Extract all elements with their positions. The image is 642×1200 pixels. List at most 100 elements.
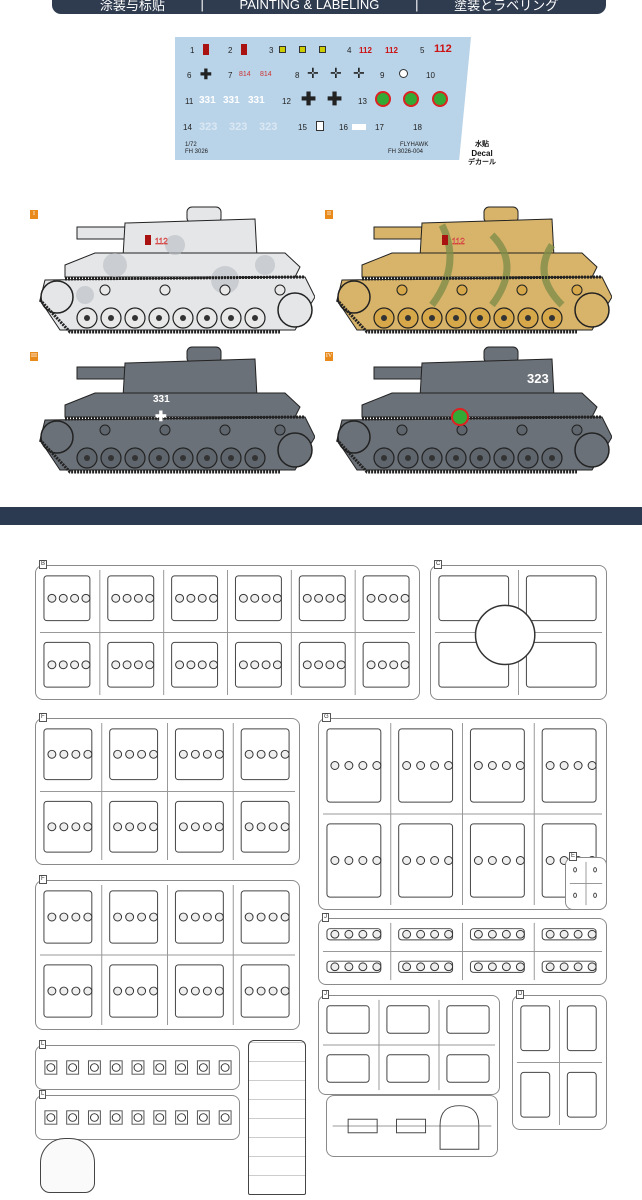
decal-number: 5 (420, 46, 425, 55)
sprue-letter: L (39, 1090, 47, 1099)
decal-number: 4 (347, 46, 352, 55)
decal-11-text: 331 (223, 95, 240, 106)
sprue-part (386, 1054, 430, 1083)
decal-14-text: 323 (229, 121, 248, 133)
sprue-part (438, 575, 510, 622)
sprue-frame: F (35, 713, 300, 865)
turret (419, 218, 555, 258)
tank-marking: 112 (155, 237, 168, 246)
tank-marking: 331 (153, 394, 170, 405)
decal-caption-ja: デカール (468, 159, 496, 166)
decal-number: 9 (380, 71, 385, 80)
sprue-part (525, 575, 597, 622)
drive-sprocket (337, 280, 371, 314)
sprue-frame: J (318, 990, 500, 1095)
sprue-letter: E (569, 852, 578, 861)
decal-sheet: 1 2 3 4 112 112 5 112 6 ✚ 7 814 814 8 ✛ … (175, 37, 471, 160)
decal-16-mark (352, 124, 366, 130)
sprue-letter: J (322, 913, 329, 922)
section-header: 涂装与标贴 | PAINTING & LABELING | 塗装とラベリング (52, 0, 606, 14)
balkenkreuz-icon: ✛ (330, 65, 342, 81)
decal-5-text: 112 (434, 43, 452, 55)
sprue-frame: B (35, 560, 420, 700)
scheme-label: III (30, 352, 38, 361)
decal-sheet-code: FH 3026-004 (388, 149, 424, 155)
header-separator: | (415, 0, 419, 12)
drive-sprocket (337, 420, 371, 454)
decal-3-mark (299, 46, 306, 53)
sprue-part (446, 1005, 490, 1034)
decal-number: 16 (339, 123, 348, 132)
decal-number: 2 (228, 46, 233, 55)
idler-wheel (574, 432, 610, 468)
sprue-frame: G (318, 713, 607, 910)
decal-number: 10 (426, 71, 435, 80)
idler-wheel (277, 292, 313, 328)
decal-4-text: 112 (359, 46, 372, 55)
sprue-frame: F (35, 875, 300, 1030)
drive-sprocket (40, 420, 74, 454)
turret-part (40, 1138, 95, 1193)
tank-marking: 323 (527, 371, 549, 386)
decal-3-mark (279, 46, 286, 53)
sprue-part (386, 1005, 430, 1034)
sprue-letter: J (322, 990, 329, 999)
sprue-part (520, 1005, 551, 1052)
sprue-frame: D (512, 990, 607, 1130)
sprue-frame: C (430, 560, 607, 700)
sprue-frame: E (565, 852, 607, 910)
decal-1-mark (203, 44, 209, 55)
decal-14-text: 323 (259, 121, 278, 133)
superstructure (64, 392, 301, 418)
decal-scale: 1/72 (185, 142, 197, 148)
decal-number: 7 (228, 71, 233, 80)
decal-number: 18 (413, 123, 422, 132)
emblem-icon (399, 69, 408, 78)
decal-brand: FLYHAWK (400, 142, 429, 148)
hungarian-cross-icon (403, 91, 419, 107)
decal-4-text: 112 (385, 46, 398, 55)
balkenkreuz-icon: ✚ (327, 89, 343, 109)
section-divider-band (0, 507, 642, 525)
sprue-part (326, 1054, 370, 1083)
decal-number: 13 (358, 97, 367, 106)
decal-caption-zh: 水贴 (475, 141, 489, 148)
turret (122, 358, 258, 398)
sprue-part (573, 892, 577, 898)
sprue-part (566, 1005, 597, 1052)
decal-11-text: 331 (199, 95, 216, 106)
decal-7-text: 814 (260, 71, 272, 78)
decal-caption: 水贴 Decal デカール (468, 140, 496, 167)
decal-15-mark (316, 121, 324, 131)
sprue-letter: F (39, 713, 47, 722)
superstructure (361, 252, 598, 278)
decal-number: 6 (187, 71, 192, 80)
sprue-frame: L (35, 1090, 240, 1140)
tank-profile: 323 (322, 345, 613, 475)
hungarian-cross-icon (432, 91, 448, 107)
header-title-en: PAINTING & LABELING (239, 0, 380, 12)
sprue-part (520, 1071, 551, 1118)
sprue-part (446, 1054, 490, 1083)
decal-number: 1 (190, 46, 195, 55)
superstructure (361, 392, 598, 418)
decal-caption-en: Decal (471, 149, 493, 158)
sprue-frame (326, 1095, 498, 1157)
balkenkreuz-icon: ✚ (200, 66, 212, 82)
tank-profile: 112 (322, 205, 613, 335)
header-separator: | (200, 0, 204, 12)
balkenkreuz-icon: ✚ (301, 89, 317, 109)
sprue-letter: D (516, 990, 525, 999)
sprue-letter: F (39, 875, 47, 884)
header-title-zh: 涂装与标贴 (99, 0, 165, 13)
hungarian-cross-icon (375, 91, 391, 107)
svg-text:✚: ✚ (155, 408, 167, 424)
tank-marking: 112 (452, 237, 465, 246)
decal-number: 12 (282, 97, 291, 106)
scheme-label: I (30, 210, 38, 219)
sprue-letter: L (39, 1040, 47, 1049)
sprue-frame: J (318, 913, 607, 985)
sprue-part (525, 641, 597, 688)
tank-profile: 112 (25, 205, 316, 335)
decal-3-mark (319, 46, 326, 53)
